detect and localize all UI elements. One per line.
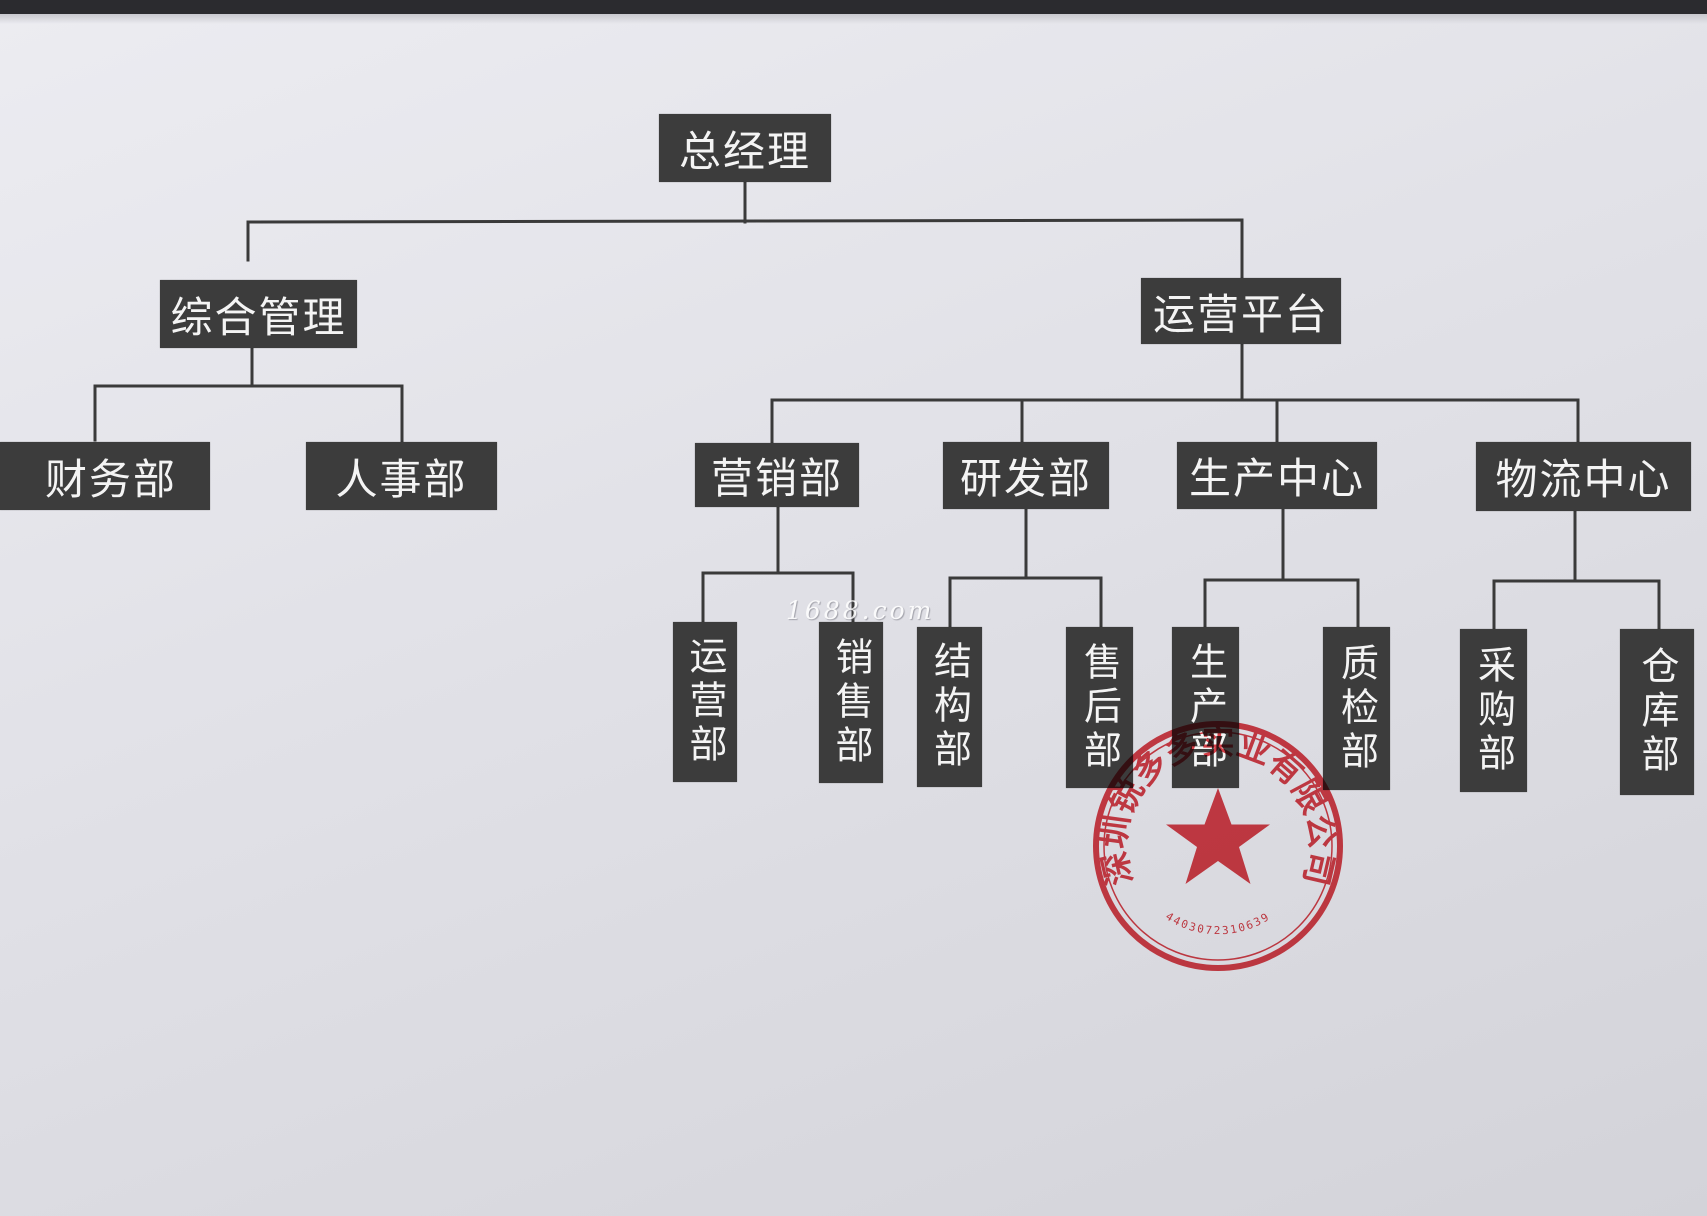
connector-marketing-bar — [701, 571, 855, 624]
node-warehouse-dept: 仓库部 — [1620, 629, 1694, 795]
connector-production-bar — [1203, 578, 1360, 629]
company-seal: 深圳锐多多实业有限公司 4403072310639 — [1093, 721, 1343, 971]
node-purchasing-dept: 采购部 — [1460, 629, 1527, 792]
node-rnd: 研发部 — [943, 442, 1109, 509]
desk-edge-strip — [0, 0, 1707, 14]
connector-ops-bar — [770, 398, 1580, 445]
node-after-sales-dept: 售后部 — [1066, 627, 1133, 788]
node-marketing: 营销部 — [695, 443, 859, 507]
node-production-center: 生产中心 — [1177, 442, 1377, 509]
node-logistics-center: 物流中心 — [1476, 442, 1691, 511]
node-structure-dept: 结构部 — [917, 627, 982, 787]
node-operations-dept: 运营部 — [673, 622, 737, 782]
connector-rnd-bar — [948, 576, 1103, 629]
watermark-text: 1688.com — [786, 596, 935, 625]
connector-logistics-bar — [1492, 579, 1661, 631]
connector-general-mgmt-bar — [93, 384, 404, 444]
node-qc-dept: 质检部 — [1323, 627, 1390, 790]
node-general-manager: 总经理 — [659, 114, 831, 182]
node-hr: 人事部 — [306, 442, 497, 510]
node-production-dept: 生产部 — [1172, 627, 1239, 788]
node-finance: 财务部 — [0, 442, 210, 510]
seal-star-icon — [1166, 788, 1270, 884]
seal-number: 4403072310639 — [1163, 910, 1270, 937]
svg-text:4403072310639: 4403072310639 — [1163, 910, 1272, 937]
node-sales-dept: 销售部 — [819, 622, 883, 783]
node-general-management: 综合管理 — [160, 280, 357, 348]
connector-l2-bar — [246, 218, 1244, 280]
node-operations-platform: 运营平台 — [1141, 278, 1341, 344]
